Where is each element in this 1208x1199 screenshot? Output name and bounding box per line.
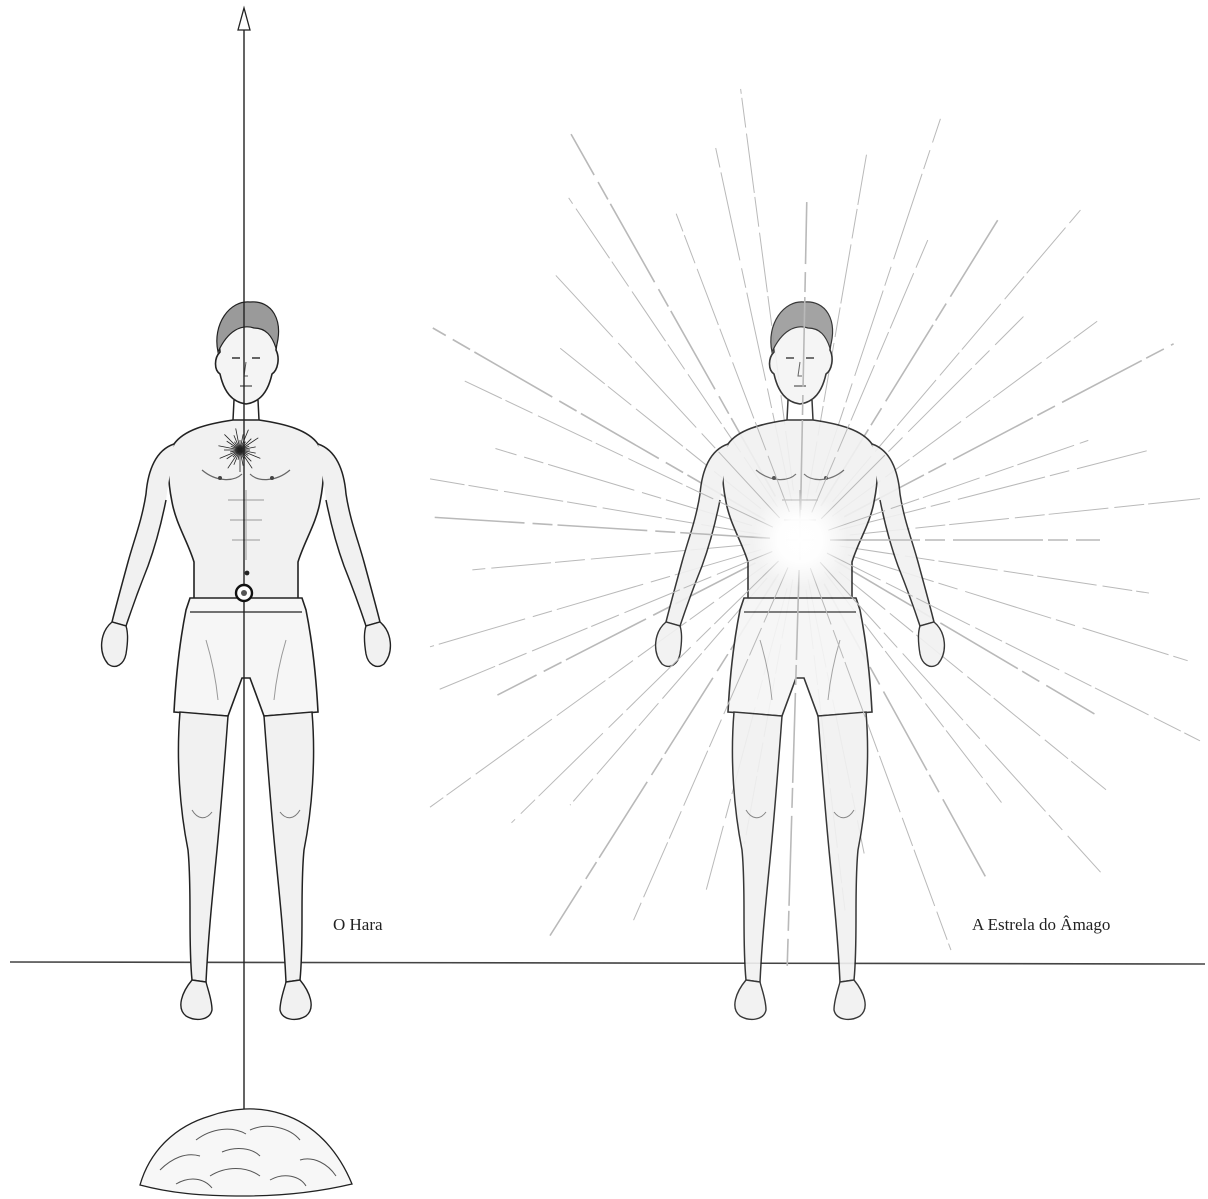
arrow-up-icon xyxy=(238,8,250,30)
ray-line xyxy=(821,317,1023,519)
core-star-figure xyxy=(656,302,945,1020)
hara-figure xyxy=(102,302,391,1020)
ray-line xyxy=(834,560,1094,714)
caption-core-star: A Estrela do Âmago xyxy=(972,915,1110,935)
caption-hara: O Hara xyxy=(333,915,383,935)
ray-line xyxy=(497,563,755,695)
earth-mound-icon xyxy=(140,1109,352,1196)
ray-line xyxy=(848,555,1188,661)
ground-line xyxy=(10,962,1205,964)
ray-line xyxy=(840,546,1149,593)
ray-line xyxy=(437,551,772,690)
ray-line xyxy=(839,572,1106,790)
ray-line xyxy=(430,550,761,647)
core-star-glow-icon xyxy=(752,492,848,588)
ray-line xyxy=(430,563,768,807)
